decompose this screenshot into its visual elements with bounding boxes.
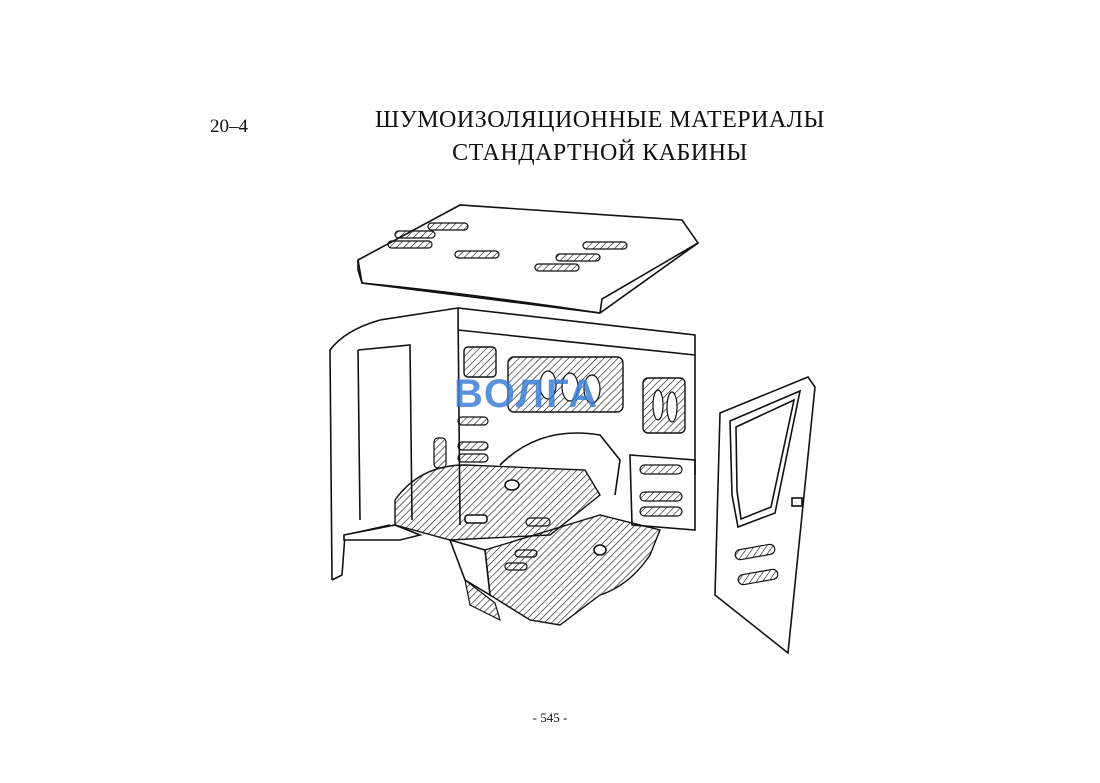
title-line-1: ШУМОИЗОЛЯЦИОННЫЕ МАТЕРИАЛЫ xyxy=(374,107,825,133)
watermark: ВОЛГА xyxy=(454,372,599,416)
page-number: - 545 - xyxy=(532,710,568,725)
title-line-2: СТАНДАРТНОЙ КАБИНЫ xyxy=(452,140,748,166)
section-number: 20–4 xyxy=(210,116,248,137)
cab-body xyxy=(329,307,696,626)
roof-panel xyxy=(357,204,700,314)
page-title: ШУМОИЗОЛЯЦИОННЫЕ МАТЕРИАЛЫ СТАНДАРТНОЙ К… xyxy=(300,104,900,170)
door-panel xyxy=(714,376,816,655)
cab-insulation-illustration: ВОЛГА xyxy=(300,195,840,665)
